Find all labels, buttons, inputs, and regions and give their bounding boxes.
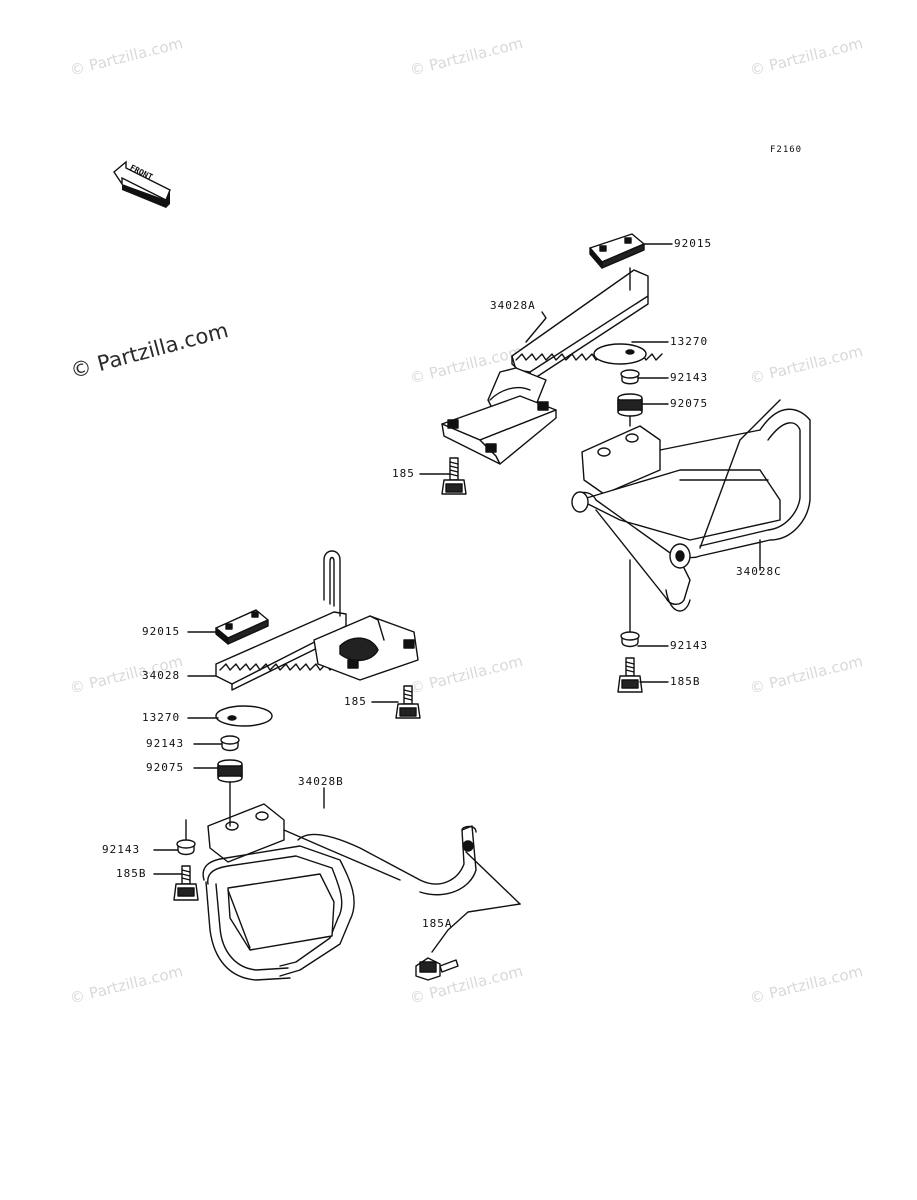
footpeg-34028 — [215, 550, 419, 691]
damper-92075-left — [217, 759, 243, 783]
bolt-185B-right — [617, 657, 643, 693]
callout-92015-left: 92015 — [142, 625, 181, 638]
callout-92015-right: 92015 — [674, 237, 713, 250]
callout-34028C: 34028C — [736, 565, 782, 578]
callout-185B-left: 185B — [116, 867, 147, 880]
collar-92143-right-a — [620, 369, 640, 385]
collar-92143-left-a — [220, 735, 240, 752]
callout-185B-right: 185B — [670, 675, 701, 688]
bolt-185-left — [395, 685, 421, 719]
footpeg-pad-92015-right — [589, 233, 645, 269]
callout-92143-right-a: 92143 — [670, 371, 709, 384]
plate-13270-right — [593, 343, 647, 365]
callout-185-left: 185 — [344, 695, 367, 708]
callout-34028A: 34028A — [490, 299, 536, 312]
bolt-185A — [415, 957, 459, 981]
front-arrow-icon: FRONT — [113, 160, 171, 208]
figure-code: F2160 — [770, 145, 803, 155]
callout-34028B: 34028B — [298, 775, 344, 788]
callout-185-right: 185 — [392, 467, 415, 480]
callout-92143-left-a: 92143 — [146, 737, 185, 750]
collar-92143-left-b — [176, 839, 196, 856]
bolt-185-right — [441, 457, 467, 495]
callout-92143-left-b: 92143 — [102, 843, 141, 856]
callout-92075-right: 92075 — [670, 397, 709, 410]
bolt-185B-left — [173, 865, 199, 901]
callout-92075-left: 92075 — [146, 761, 185, 774]
footpeg-pad-92015-left — [215, 609, 269, 645]
callout-34028: 34028 — [142, 669, 181, 682]
callout-92143-right-b: 92143 — [670, 639, 709, 652]
collar-92143-right-b — [620, 631, 640, 648]
damper-92075-right — [617, 393, 643, 417]
callout-13270-left: 13270 — [142, 711, 181, 724]
plate-13270-left — [215, 705, 273, 727]
callout-185A: 185A — [422, 917, 453, 930]
bracket-34028B — [202, 803, 477, 981]
callout-13270-right: 13270 — [670, 335, 709, 348]
bracket-34028C — [571, 399, 811, 612]
